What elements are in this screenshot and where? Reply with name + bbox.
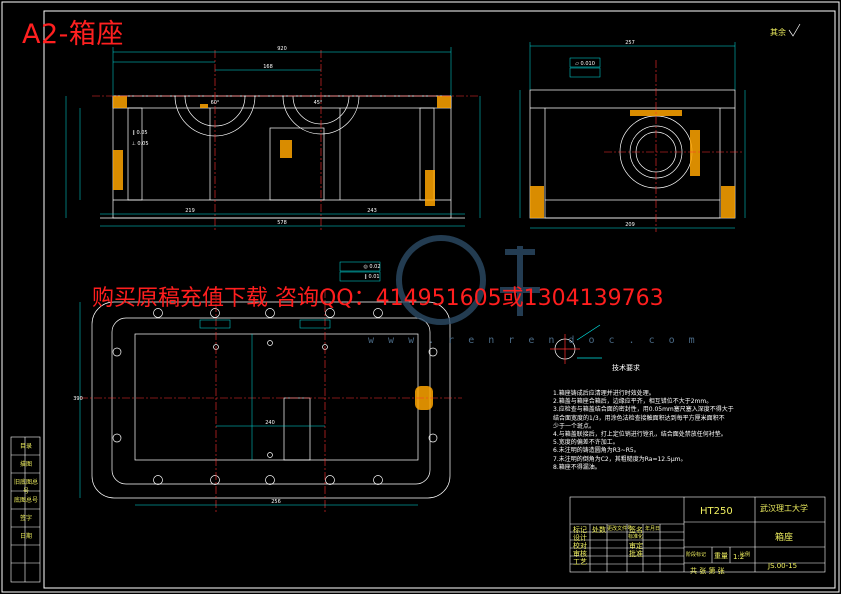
plan-view-dimensions bbox=[79, 261, 418, 506]
scale: 1:2 bbox=[733, 553, 745, 561]
tech-requirement-item: 7.未注明的倒角为C2，其粗糙度为Ra=12.5μm。 bbox=[553, 455, 687, 463]
side-column-table bbox=[10, 436, 41, 583]
side-label-catalog: 目录 bbox=[19, 443, 32, 450]
tech-requirement-item: 5.宽度的偏差不许加工。 bbox=[553, 439, 619, 447]
dimension-label: 390 bbox=[73, 396, 83, 402]
drawing-frame bbox=[43, 10, 836, 589]
header-date: 年月日 bbox=[645, 526, 661, 532]
stage-label: 阶段标记 bbox=[686, 552, 707, 558]
tolerance-frame-label: ∥ 0.05 bbox=[132, 130, 147, 136]
tech-requirement-item: 6.未注明的铸造圆角为R3~R5。 bbox=[553, 447, 640, 455]
side-label-base-no: 底图总号 bbox=[13, 497, 38, 504]
watermark-logo bbox=[396, 235, 540, 325]
dimension-label: 920 bbox=[277, 46, 287, 52]
plan-view-bolt-holes bbox=[112, 308, 438, 485]
role-standard: 标准化 bbox=[628, 534, 644, 540]
tech-requirement-item: 3.应检查与箱盖结合面的密封性，用0.05mm塞尺塞入深度不得大于 bbox=[553, 406, 734, 414]
part-name: 箱座 bbox=[775, 533, 794, 543]
plan-view-centerlines bbox=[80, 290, 462, 512]
school-name: 武汉理工大学 bbox=[760, 504, 808, 513]
tolerance-frame-label: ▱ 0.010 bbox=[575, 61, 595, 67]
title-block bbox=[569, 496, 826, 573]
material: HT250 bbox=[700, 506, 733, 517]
dimension-label: 209 bbox=[625, 222, 635, 228]
header-mark: 标记 bbox=[573, 526, 587, 534]
ratio-label: 比例 bbox=[740, 552, 751, 558]
watermark-url: w w w . r e n r e n d o c . c o m bbox=[368, 335, 699, 346]
sheet-count: 共 张 第 张 bbox=[690, 567, 725, 575]
role-authorize: 批准 bbox=[629, 550, 643, 558]
tech-requirement-item: 结合面宽度的1/3，用涂色法检查接触面积达到每平方厘米面积不 bbox=[553, 414, 725, 422]
dimension-label: 168 bbox=[263, 64, 273, 70]
roughness-note: 其余 bbox=[770, 28, 786, 37]
drawing-number: JS.00-15 bbox=[768, 562, 798, 570]
tolerance-frame-label: ∥ 0.01 bbox=[364, 274, 379, 280]
header-sign: 签名 bbox=[629, 526, 643, 534]
header-count: 处数 bbox=[592, 526, 606, 534]
sheet-title: A2-箱座 bbox=[22, 19, 124, 50]
front-view-dimensions bbox=[65, 47, 481, 227]
watermark-text: 购买原稿充值下载 咨询QQ：414951605或1304139763 bbox=[92, 286, 664, 311]
dimension-label: 60° bbox=[211, 100, 220, 106]
side-view-sections bbox=[530, 110, 735, 218]
side-view-centerlines bbox=[604, 60, 744, 232]
detail-view bbox=[550, 324, 602, 364]
side-label-sign: 签字 bbox=[19, 515, 32, 522]
role-process: 工艺 bbox=[573, 558, 587, 566]
weight-label: 重量 bbox=[714, 552, 728, 560]
dimension-texts: 920 168 578 219 243 257 209 390 240 256 60° 45° ∥ 0.… bbox=[73, 40, 635, 505]
side-label-trace: 描图 bbox=[19, 461, 32, 468]
front-view-sections bbox=[113, 96, 451, 206]
header-change-doc: 更改文件号 bbox=[607, 526, 633, 532]
plan-view bbox=[91, 301, 451, 499]
dimension-label: 240 bbox=[265, 420, 275, 426]
dimension-label: 257 bbox=[625, 40, 635, 46]
side-view-dimensions bbox=[519, 42, 746, 229]
tech-requirement-item: 1.箱座铸成后应清理并进行时效处理。 bbox=[553, 390, 655, 397]
side-label-date: 日期 bbox=[19, 533, 32, 540]
role-design: 设计 bbox=[573, 534, 587, 542]
tech-requirements-heading: 技术要求 bbox=[612, 364, 640, 372]
tolerance-frame-label: ◎ 0.02 bbox=[363, 264, 380, 270]
side-label-old-no: 旧底图总号 bbox=[13, 479, 38, 495]
tolerance-frame-label: ⊥ 0.05 bbox=[131, 141, 148, 147]
role-review: 审核 bbox=[573, 550, 587, 558]
roughness-symbol bbox=[788, 23, 801, 37]
dimension-label: 219 bbox=[185, 208, 195, 214]
front-view-centerlines bbox=[92, 50, 480, 232]
tech-requirement-item: 8.箱座不得漏油。 bbox=[553, 463, 601, 471]
side-view bbox=[529, 89, 736, 219]
tech-requirement-item: 2.箱盖与箱座合箱后，边缘应平齐，相互错位不大于2mm。 bbox=[553, 398, 713, 406]
dimension-label: 45° bbox=[314, 100, 323, 106]
role-approve: 审定 bbox=[629, 542, 643, 550]
tech-requirement-item: 4.与箱盖联接后，打上定位销进行镗孔，结合面处禁放任何衬垫。 bbox=[553, 431, 727, 438]
dimension-label: 578 bbox=[277, 220, 287, 226]
role-check: 校对 bbox=[573, 542, 587, 550]
tech-requirement-item: 少于一个斑点。 bbox=[553, 422, 596, 430]
dimension-label: 243 bbox=[367, 208, 377, 214]
dimension-label: 256 bbox=[271, 499, 281, 505]
